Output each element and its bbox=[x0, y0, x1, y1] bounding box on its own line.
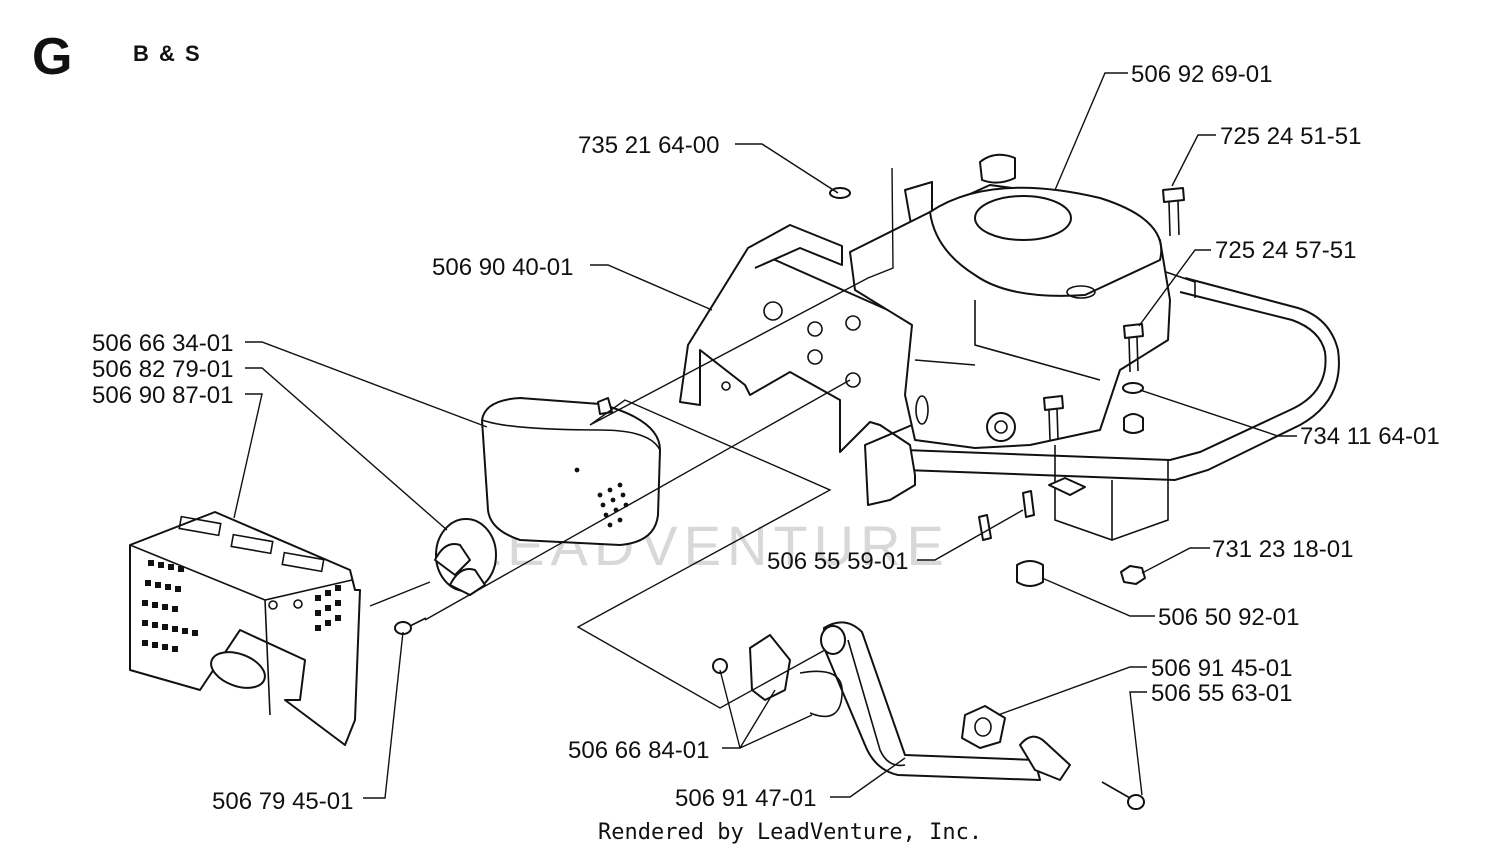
callout-506-55-63-01: 506 55 63-01 bbox=[1151, 680, 1292, 707]
bolt-part bbox=[1101, 781, 1145, 810]
muffler-part bbox=[481, 397, 661, 546]
callout-734-11-64-01: 734 11 64-01 bbox=[1300, 423, 1440, 450]
engine-part bbox=[849, 153, 1171, 541]
bushing-part bbox=[1016, 560, 1044, 587]
callout-731-23-18-01: 731 23 18-01 bbox=[1212, 536, 1353, 563]
callout-725-24-57-51: 725 24 57-51 bbox=[1215, 237, 1356, 264]
callout-506-79-45-01: 506 79 45-01 bbox=[212, 788, 353, 815]
callout-506-66-34-01: 506 66 34-01 bbox=[92, 330, 233, 357]
callout-506-55-59-01: 506 55 59-01 bbox=[767, 548, 908, 575]
callout-506-90-87-01: 506 90 87-01 bbox=[92, 382, 233, 409]
bolt-part bbox=[1162, 187, 1185, 237]
callout-506-92-69-01: 506 92 69-01 bbox=[1131, 61, 1272, 88]
footer-credit: Rendered by LeadVenture, Inc. bbox=[598, 820, 982, 845]
pipe-clamp-part bbox=[712, 634, 843, 718]
nut-part bbox=[1120, 565, 1146, 585]
callout-506-90-40-01: 506 90 40-01 bbox=[432, 254, 573, 281]
callout-735-21-64-00: 735 21 64-00 bbox=[578, 132, 719, 159]
bolt-part bbox=[1123, 323, 1144, 373]
callout-506-91-45-01: 506 91 45-01 bbox=[1151, 655, 1292, 682]
callout-725-24-51-51: 725 24 51-51 bbox=[1220, 123, 1361, 150]
screw-part bbox=[394, 617, 427, 635]
heat-shield-part bbox=[129, 511, 361, 746]
section-subtitle: B & S bbox=[133, 41, 202, 66]
washer-part bbox=[829, 187, 1144, 394]
callout-506-50-92-01: 506 50 92-01 bbox=[1158, 604, 1299, 631]
section-letter: G bbox=[32, 28, 72, 86]
pin-part bbox=[978, 490, 1035, 541]
leader-lines bbox=[233, 72, 1297, 799]
bolt-part bbox=[1043, 395, 1064, 441]
pipe-flange-part bbox=[961, 705, 1071, 781]
exhaust-pipe-part bbox=[820, 621, 1041, 781]
spark-arrestor-part bbox=[434, 518, 497, 596]
callout-506-66-84-01: 506 66 84-01 bbox=[568, 737, 709, 764]
callout-506-91-47-01: 506 91 47-01 bbox=[675, 785, 816, 812]
callout-506-82-79-01: 506 82 79-01 bbox=[92, 356, 233, 383]
spacer-part bbox=[1048, 413, 1144, 496]
engine-frame-part bbox=[904, 269, 1340, 482]
